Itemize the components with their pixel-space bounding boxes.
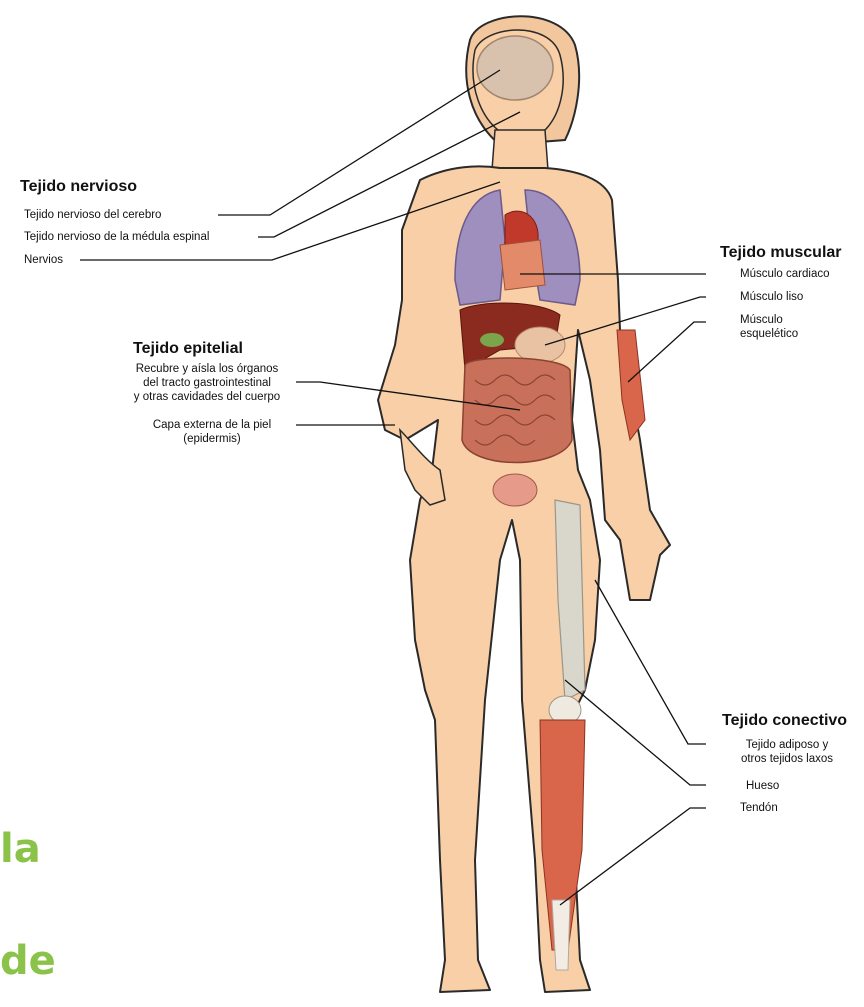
epithelial-skin-label: Capa externa de la piel (epidermis) bbox=[132, 418, 292, 446]
muscular-smooth-label: Músculo liso bbox=[740, 290, 803, 304]
connective-adipose-line2: otros tejidos laxos bbox=[712, 752, 862, 766]
nervous-nerves-label: Nervios bbox=[24, 253, 63, 267]
muscular-cardiac-label: Músculo cardiaco bbox=[740, 267, 829, 281]
muscular-heading: Tejido muscular bbox=[720, 244, 842, 262]
green-fragment-upper: la bbox=[0, 826, 41, 872]
connective-heading: Tejido conectivo bbox=[722, 712, 847, 730]
epithelial-skin-line1: Capa externa de la piel bbox=[132, 418, 292, 432]
connective-adipose-line1: Tejido adiposo y bbox=[712, 738, 862, 752]
muscular-skeletal-label: Músculo esquelético bbox=[740, 313, 798, 341]
epithelial-gi-line1: Recubre y aísla los órganos bbox=[112, 362, 302, 376]
muscular-skeletal-line2: esquelético bbox=[740, 327, 798, 341]
muscular-skeletal-line1: Músculo bbox=[740, 313, 798, 327]
heart-muscle bbox=[500, 240, 545, 290]
connective-bone-label: Hueso bbox=[746, 779, 779, 793]
stomach bbox=[515, 327, 565, 363]
brain bbox=[477, 36, 553, 100]
epithelial-skin-line2: (epidermis) bbox=[132, 432, 292, 446]
intestines bbox=[462, 358, 572, 462]
nervous-brain-label: Tejido nervioso del cerebro bbox=[24, 208, 161, 222]
gallbladder bbox=[480, 333, 504, 347]
epithelial-gi-line3: y otras cavidades del cuerpo bbox=[112, 390, 302, 404]
connective-adipose-label: Tejido adiposo y otros tejidos laxos bbox=[712, 738, 862, 766]
epithelial-gi-line2: del tracto gastrointestinal bbox=[112, 376, 302, 390]
uterus bbox=[493, 474, 537, 506]
neck bbox=[492, 130, 548, 170]
epithelial-heading: Tejido epitelial bbox=[133, 340, 243, 358]
nervous-spinal-label: Tejido nervioso de la médula espinal bbox=[24, 230, 209, 244]
body-silhouette bbox=[378, 166, 670, 992]
connective-tendon-label: Tendón bbox=[740, 801, 778, 815]
green-fragment-lower: de bbox=[0, 938, 56, 984]
nervous-heading: Tejido nervioso bbox=[20, 178, 137, 196]
epithelial-gi-label: Recubre y aísla los órganos del tracto g… bbox=[112, 362, 302, 404]
